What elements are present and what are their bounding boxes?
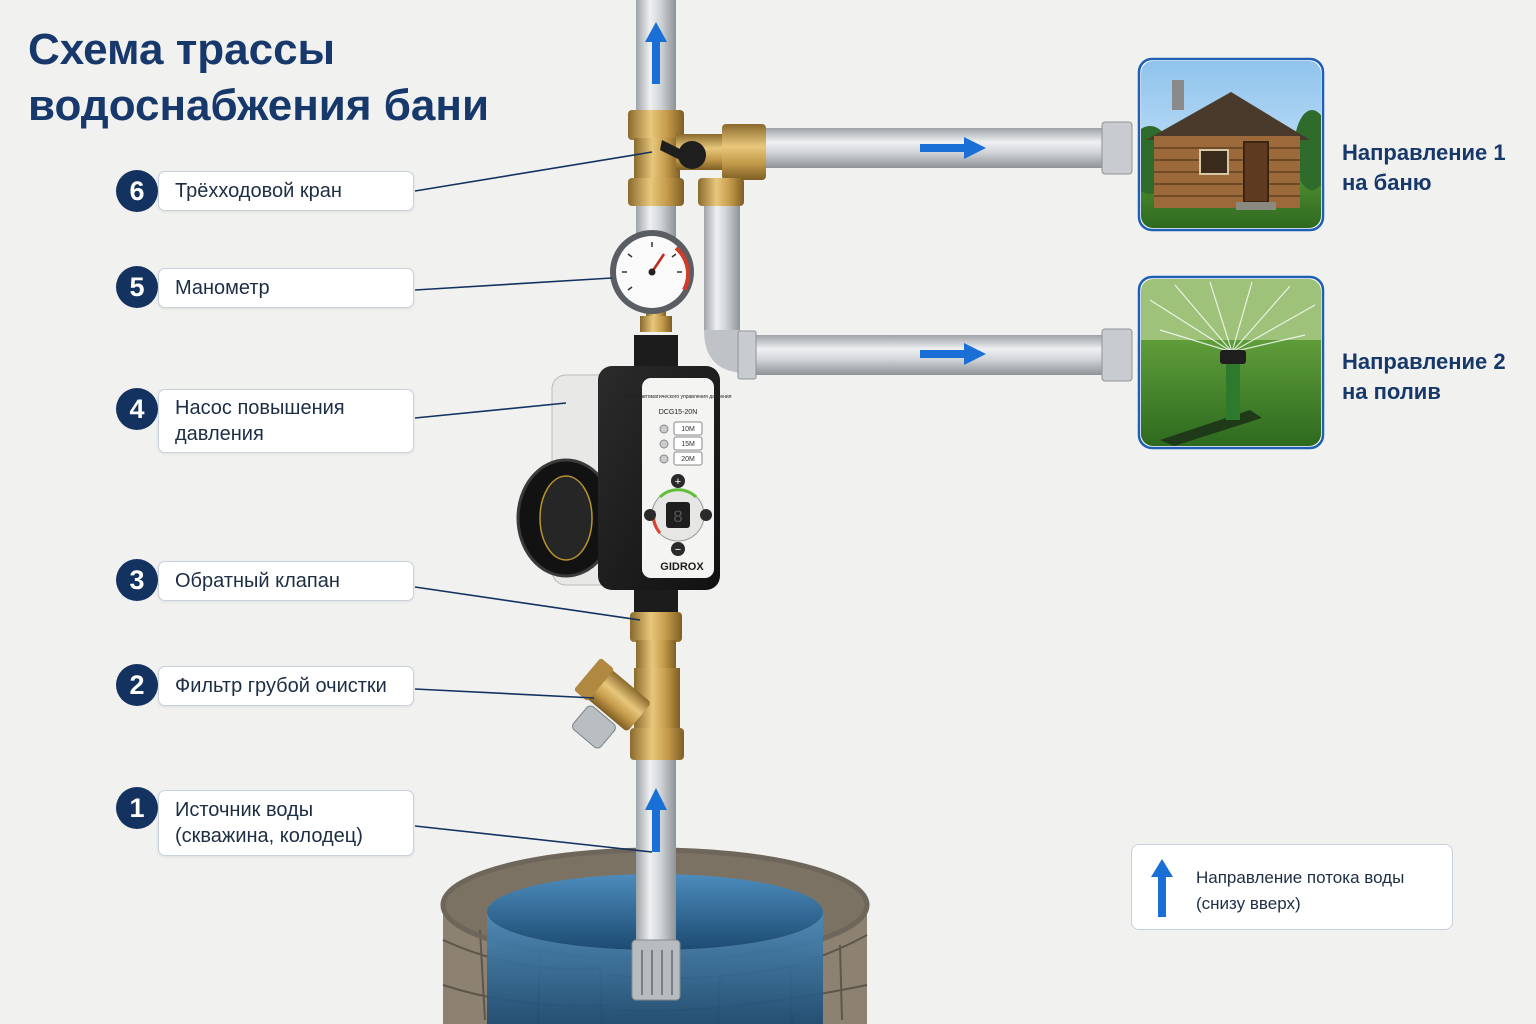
destination-2-label: Направление 2 на полив [1342,347,1506,407]
valve-side-nut [722,124,766,180]
valve-lever [660,140,682,160]
pump-minus-label: − [675,544,681,556]
label-line: Трёхходовой кран [175,180,342,202]
pump-mode-button [673,451,703,466]
label-line: Фильтр грубой очистки [175,675,387,697]
pump-mode-label: 10M [681,426,695,433]
destination-line: Направление 2 [1342,349,1506,374]
pump-mode-button [673,421,703,436]
badge-3: 3 [116,559,158,601]
label-line: (скважина, колодец) [175,825,363,847]
arrow-up-icon [645,22,667,84]
leader-lines [414,151,653,853]
manometer-pivot [648,268,656,276]
label-coarse-filter: Фильтр грубой очистки [158,666,414,706]
pump-mode-led [659,439,669,449]
manometer [610,230,694,332]
check-valve-body [636,640,676,670]
label-three-way-valve: Трёхходовой кран [158,171,414,211]
badge-2: 2 [116,664,158,706]
legend-line: (снизу вверх) [1196,894,1301,913]
manometer-nut [640,316,672,332]
branch-2-vertical [704,200,740,330]
manometer-needle [650,253,666,273]
pump-left-button [644,509,656,521]
legend-text: Направление потока воды (снизу вверх) [1196,865,1404,917]
check-valve-nut [630,612,682,642]
filter-branch [574,658,650,731]
pump-level-arc [658,488,698,499]
destination-line: Направление 1 [1342,140,1506,165]
filter-bottom-nut [630,728,684,760]
pump-minus-button [671,542,685,556]
pump-motor-label [539,475,593,561]
pump-header-text: Насос автоматического управления давлени… [625,394,732,400]
destination-line: на баню [1342,170,1432,195]
filter-mesh-cap [572,705,616,749]
pump-mode-button [673,436,703,451]
destination-1-label: Направление 1 на баню [1342,138,1506,198]
three-way-valve [628,110,766,206]
pump-model-text: DCG15-20N [659,409,698,416]
pump-right-button [700,509,712,521]
badge-4: 4 [116,388,158,430]
page-title: Схема трассы водоснабжения бани [28,22,489,134]
pump-mode-buttons: 10M 15M 20M [659,421,703,466]
badge-5: 5 [116,266,158,308]
arrow-right-icon [920,137,986,159]
pump-mode-led [659,424,669,434]
branch-pipes [704,121,1133,382]
valve-branch-nut [698,178,744,206]
label-line: Обратный клапан [175,570,340,592]
label-line: Источник воды [175,799,314,821]
coarse-filter [572,658,684,760]
valve-bottom-nut [628,178,684,206]
intake-strainer [631,939,681,1001]
check-valve [630,612,682,670]
valve-top-nut [628,110,684,140]
sauna-house-icon [1137,57,1325,232]
destination-line: на полив [1342,379,1441,404]
page-title-line-1: Схема трассы [28,25,336,74]
label-line: давления [175,423,264,445]
label-line: Манометр [175,277,270,299]
manometer-ticks [622,242,682,291]
pump-plus-button [671,474,685,488]
label-booster-pump: Насос повышения давления [158,389,414,453]
label-manometer: Манометр [158,268,414,308]
legend: Направление потока воды (снизу вверх) [1131,844,1453,930]
label-check-valve: Обратный клапан [158,561,414,601]
pump-brand-text: GIDROX [660,561,704,573]
flow-arrows [645,22,986,852]
pump-digit-display [666,502,690,528]
page-title-line-2: водоснабжения бани [28,81,489,130]
branch-2-elbow-nut [737,330,757,380]
sprinkler-icon [1137,275,1325,450]
branch-1-nut [1101,121,1133,175]
valve-handle-icon [678,141,706,169]
arrow-right-icon [920,343,986,365]
badge-6: 6 [116,170,158,212]
strainer-slots [641,950,673,995]
pump-digit: 8 [673,507,682,526]
pump-mode-label: 20M [681,456,695,463]
valve-body [634,138,680,180]
booster-pump: Насос автоматического управления давлени… [516,335,732,615]
pump-plus-label: + [675,476,681,488]
pump-mode-led [659,454,669,464]
branch-2-elbow [704,330,747,373]
manometer-red-zone [674,246,690,291]
label-line: Насос повышения [175,397,345,419]
branch-2-nut [1101,328,1133,382]
badge-1: 1 [116,787,158,829]
pump-mode-label: 15M [681,441,695,448]
legend-line: Направление потока воды [1196,868,1405,887]
arrow-up-icon [645,788,667,852]
label-water-source: Источник воды (скважина, колодец) [158,790,414,856]
arrow-up-icon [1151,859,1173,917]
